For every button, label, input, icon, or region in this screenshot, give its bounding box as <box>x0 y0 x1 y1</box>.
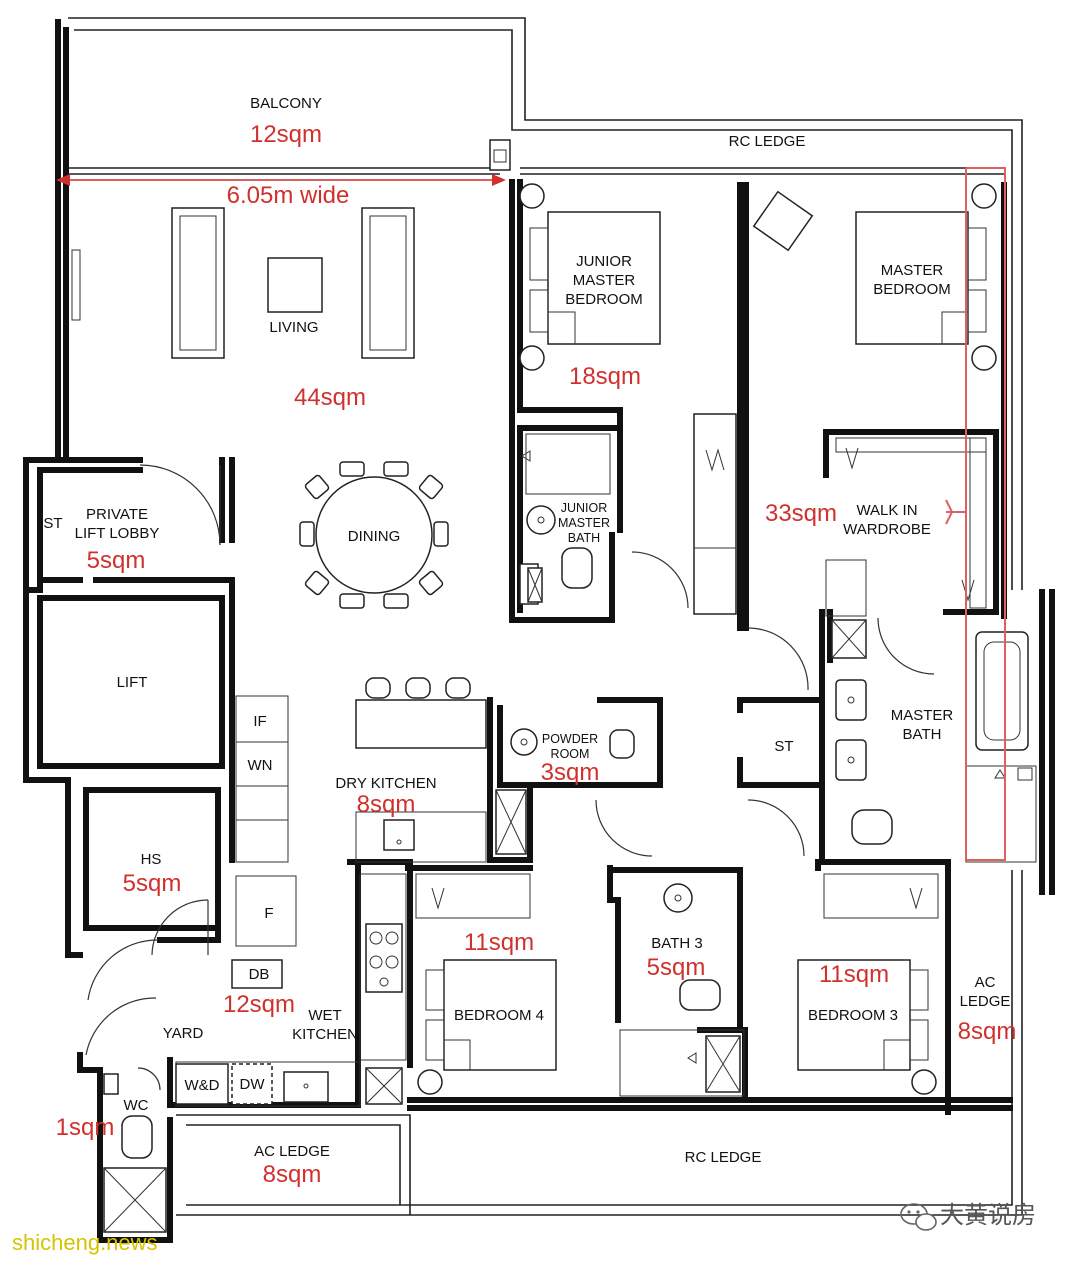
watermarks: shicheng.news 大黄说房 <box>12 1202 1036 1255</box>
ac-ledge-right-label-1: AC <box>975 974 996 991</box>
hs-area: 5sqm <box>123 870 182 897</box>
dry-kitchen-area: 8sqm <box>357 791 416 818</box>
junior-master-bedroom-label-2: MASTER <box>573 272 636 289</box>
ac-ledge-right-area: 8sqm <box>958 1018 1017 1045</box>
ac-ledge-bottom-area: 8sqm <box>263 1161 322 1188</box>
balcony-edge <box>68 139 1005 175</box>
master-bath-label-1: MASTER <box>891 707 954 724</box>
master-bedroom-label-2: BEDROOM <box>873 281 951 298</box>
bedroom3-label: BEDROOM 3 <box>808 1007 898 1024</box>
hs-label: HS <box>141 851 162 868</box>
dining-label: DINING <box>348 528 401 545</box>
f-label: F <box>264 905 273 922</box>
room-labels: BALCONY 12sqm 6.05m wide LIVING 44sqm DI… <box>43 95 1016 1188</box>
junior-master-bath-label-2: MASTER <box>558 516 610 530</box>
yard-label: YARD <box>163 1025 204 1042</box>
lift-label: LIFT <box>117 674 148 691</box>
rc-ledge-bottom-label: RC LEDGE <box>685 1149 762 1166</box>
bedroom4-area: 11sqm <box>464 929 534 956</box>
dry-kitchen-label: DRY KITCHEN <box>335 775 436 792</box>
junior-master-bedroom-label-1: JUNIOR <box>576 253 632 270</box>
wc-area: 1sqm <box>56 1114 115 1141</box>
wet-kitchen-label-1: WET <box>308 1007 341 1024</box>
living-width-dimension: 6.05m wide <box>227 182 350 209</box>
st-hall-label: ST <box>774 738 793 755</box>
master-bedroom-label-1: MASTER <box>881 262 944 279</box>
dw-label: DW <box>240 1076 266 1093</box>
wechat-icon <box>900 1203 937 1231</box>
st-lobby-label: ST <box>43 515 62 532</box>
dining-chairs <box>299 461 449 609</box>
wd-label: W&D <box>185 1077 220 1094</box>
master-bedroom-area: 33sqm <box>765 500 837 527</box>
junior-master-bath-label-3: BATH <box>568 531 600 545</box>
bedroom4-label: BEDROOM 4 <box>454 1007 544 1024</box>
furniture <box>71 183 1037 1233</box>
site-watermark: shicheng.news <box>12 1230 158 1255</box>
powder-room-label-1: POWDER <box>542 732 598 746</box>
ledge-outlines <box>68 17 1023 1216</box>
private-lift-lobby-label-2: LIFT LOBBY <box>75 525 160 542</box>
private-lift-lobby-area: 5sqm <box>87 547 146 574</box>
master-bath-label-2: BATH <box>903 726 942 743</box>
rc-ledge-top-label: RC LEDGE <box>729 133 806 150</box>
wet-kitchen-label-2: KITCHEN <box>292 1026 358 1043</box>
walls <box>23 19 1055 1243</box>
bedroom3-area: 11sqm <box>819 961 889 988</box>
if-label: IF <box>253 713 266 730</box>
doors <box>85 464 935 1091</box>
wc-label: WC <box>124 1097 149 1114</box>
living-label: LIVING <box>269 319 318 336</box>
living-area: 44sqm <box>294 384 366 411</box>
walk-in-wardrobe-label-1: WALK IN <box>856 502 917 519</box>
ac-ledge-right-label-2: LEDGE <box>960 993 1011 1010</box>
private-lift-lobby-label-1: PRIVATE <box>86 506 148 523</box>
balcony-label: BALCONY <box>250 95 322 112</box>
junior-master-bedroom-area: 18sqm <box>569 363 641 390</box>
ac-ledge-bottom-label: AC LEDGE <box>254 1143 330 1160</box>
walk-in-wardrobe-label-2: WARDROBE <box>843 521 931 538</box>
powder-room-label-2: ROOM <box>551 747 590 761</box>
bath3-label: BATH 3 <box>651 935 702 952</box>
bath3-area: 5sqm <box>647 954 706 981</box>
junior-master-bath-label-1: JUNIOR <box>561 501 608 515</box>
annotations <box>56 167 1006 861</box>
author-watermark: 大黄说房 <box>940 1202 1036 1229</box>
junior-master-bedroom-label-3: BEDROOM <box>565 291 643 308</box>
powder-room-area: 3sqm <box>541 759 600 786</box>
balcony-area: 12sqm <box>250 121 322 148</box>
wn-label: WN <box>248 757 273 774</box>
wet-kitchen-area: 12sqm <box>223 991 295 1018</box>
db-label: DB <box>249 966 270 983</box>
